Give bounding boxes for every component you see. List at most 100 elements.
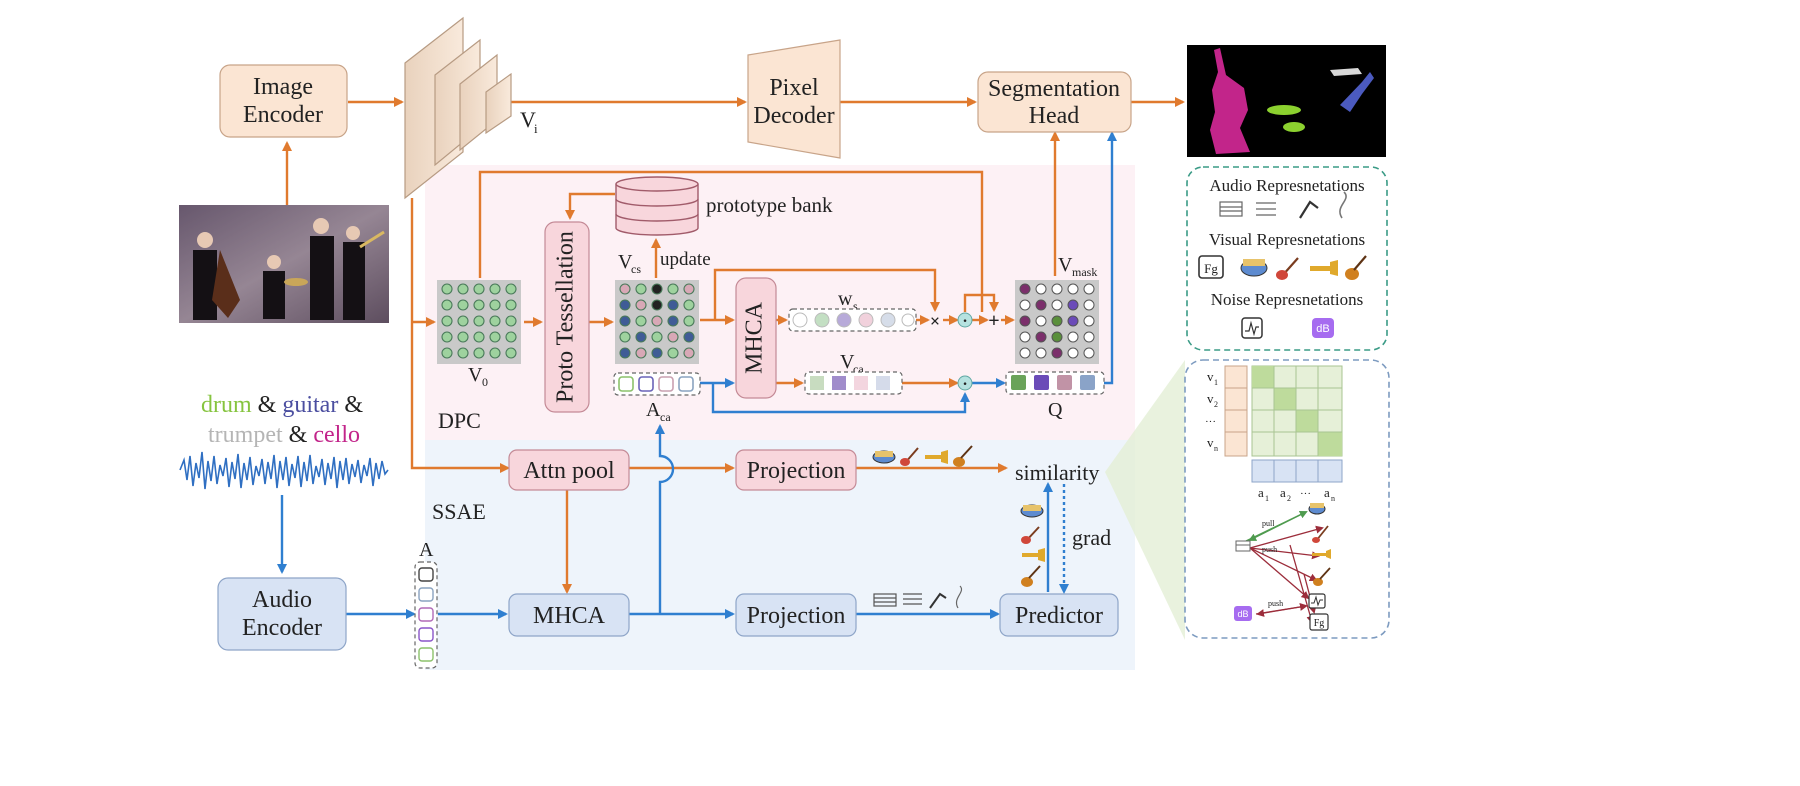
row-label-ellipsis: ··· bbox=[1205, 416, 1216, 428]
mhca-ssae-label: MHCA bbox=[533, 603, 606, 629]
pixel-decoder-box: Pixel Decoder bbox=[747, 39, 841, 159]
caption-drum: drum bbox=[201, 392, 252, 418]
drum-notation-icon bbox=[1219, 201, 1243, 217]
col-sub-1: 1 bbox=[1265, 494, 1269, 503]
caption-amp1: & bbox=[252, 392, 283, 418]
v-ca-tokens bbox=[804, 371, 903, 395]
mhca-dpc-label: MHCA bbox=[742, 301, 768, 374]
operator-multiply: × bbox=[930, 311, 940, 331]
row-label-n: v bbox=[1207, 435, 1214, 450]
drum-notation-icon bbox=[873, 593, 897, 607]
waveform-noise-icon bbox=[1241, 317, 1263, 339]
mhca-ssae-box: MHCA bbox=[508, 593, 630, 637]
segmentation-head-box: Segmentation Head bbox=[977, 71, 1132, 133]
w-s-sub: s bbox=[853, 299, 858, 313]
w-s-weights bbox=[788, 308, 917, 332]
attn-pool-box: Attn pool bbox=[508, 449, 630, 491]
prototype-bank-icon bbox=[615, 176, 699, 236]
audio-encoder-line2: Encoder bbox=[242, 615, 322, 641]
pixel-decoder-line1: Pixel bbox=[769, 75, 819, 101]
caption-guitar: guitar bbox=[282, 392, 338, 418]
row-sub-1: 1 bbox=[1214, 378, 1218, 387]
a-ca-tokens bbox=[613, 372, 701, 396]
guitar-icon bbox=[1021, 526, 1040, 544]
image-encoder-box: Image Encoder bbox=[219, 64, 348, 138]
a-ca-label: A bbox=[646, 399, 661, 421]
sheet-music-icon bbox=[903, 593, 922, 605]
db-text: dB bbox=[1316, 323, 1329, 335]
foreground-icon: Fg bbox=[1198, 255, 1224, 279]
plus-symbol: + bbox=[988, 310, 999, 332]
v0-label: V bbox=[468, 364, 483, 386]
col-label-n: a bbox=[1324, 485, 1330, 500]
trumpet-icon bbox=[1022, 548, 1045, 562]
q-label: Q bbox=[1048, 399, 1063, 421]
guitar-icon bbox=[1276, 257, 1299, 280]
audio-encoder-box: Audio Encoder bbox=[217, 577, 347, 651]
v-mask-sub: mask bbox=[1072, 265, 1097, 279]
push-label-2: push bbox=[1268, 599, 1283, 608]
drum-notation-icon bbox=[1235, 540, 1251, 552]
predictor-label: Predictor bbox=[1015, 603, 1103, 629]
row-label-1: v bbox=[1207, 369, 1214, 384]
attn-pool-label: Attn pool bbox=[523, 458, 615, 484]
caption-amp2: & bbox=[338, 392, 363, 418]
col-label-2: a bbox=[1280, 485, 1286, 500]
audio-caption: drum & guitar & trumpet & cello bbox=[201, 392, 363, 448]
col-sub-2: 2 bbox=[1287, 494, 1291, 503]
segmentation-head-line1: Segmentation bbox=[988, 76, 1120, 102]
caption-trumpet: trumpet bbox=[208, 422, 283, 448]
dot-symbol-bottom: · bbox=[962, 376, 967, 393]
projection-bottom-label: Projection bbox=[747, 603, 846, 629]
v0-feature-grid bbox=[437, 280, 521, 364]
dot-symbol-top: · bbox=[962, 313, 967, 330]
segmentation-mask-output bbox=[1187, 45, 1386, 157]
proto-tessellation-box: Proto Tessellation bbox=[544, 221, 590, 413]
feature-pyramid bbox=[404, 16, 512, 200]
a-label: A bbox=[419, 539, 434, 561]
trumpet-icon bbox=[1312, 549, 1331, 559]
caption-cello: cello bbox=[313, 422, 360, 448]
guitar-icon bbox=[900, 447, 919, 466]
q-tokens bbox=[1005, 371, 1105, 395]
col-label-ellipsis: ··· bbox=[1300, 488, 1311, 500]
conductor-icon bbox=[929, 592, 947, 609]
audio-representation-icons bbox=[1219, 191, 1347, 219]
v-cs-sub: cs bbox=[631, 262, 641, 276]
noise-representations-title: Noise Represnetations bbox=[1211, 290, 1364, 309]
guitar-icon bbox=[1312, 525, 1329, 543]
a-audio-tokens: A bbox=[414, 539, 438, 669]
cello-icon bbox=[1345, 255, 1367, 280]
caption-amp3: & bbox=[283, 422, 314, 448]
drum-kit-icon bbox=[872, 450, 896, 464]
v0-sub: 0 bbox=[482, 375, 488, 389]
decibel-icon: dB bbox=[1312, 318, 1334, 338]
col-label-1: a bbox=[1258, 485, 1264, 500]
noise-representation-icons: dB bbox=[1241, 317, 1334, 339]
a-ca-sub: ca bbox=[660, 410, 671, 424]
cello-icon bbox=[1313, 567, 1331, 586]
projection-top-box: Projection bbox=[735, 449, 857, 491]
similarity-matrix: v 1 v 2 ··· v n a 1 a 2 ··· a n bbox=[1205, 365, 1343, 503]
decibel-icon: dB bbox=[1234, 606, 1252, 621]
v-cs-feature-grid bbox=[615, 280, 699, 364]
w-s-label: w bbox=[838, 288, 853, 310]
fg-text: Fg bbox=[1204, 261, 1218, 276]
visual-representations-title: Visual Represnetations bbox=[1209, 230, 1365, 249]
audio-waveform bbox=[179, 451, 389, 490]
v-i-label: V bbox=[520, 107, 536, 132]
input-photo bbox=[179, 205, 389, 323]
row-sub-2: 2 bbox=[1214, 400, 1218, 409]
proto-tessellation-label: Proto Tessellation bbox=[553, 231, 579, 403]
mhca-dpc-box: MHCA bbox=[735, 277, 777, 399]
similarity-detail-panel: v 1 v 2 ··· v n a 1 a 2 ··· a n pull bbox=[1184, 359, 1390, 639]
representations-legend: Audio Represnetations Visual Represnetat… bbox=[1186, 166, 1388, 351]
treble-clef-icon bbox=[1339, 191, 1347, 219]
operator-plus: + bbox=[988, 310, 999, 332]
v-mask-feature-grid bbox=[1015, 280, 1099, 364]
projection-top-label: Projection bbox=[747, 458, 846, 484]
operator-dot-bottom: · bbox=[957, 375, 973, 393]
v-mask-label: V bbox=[1058, 254, 1073, 276]
cello-icon bbox=[953, 445, 973, 467]
waveform-noise-icon bbox=[1308, 593, 1326, 609]
